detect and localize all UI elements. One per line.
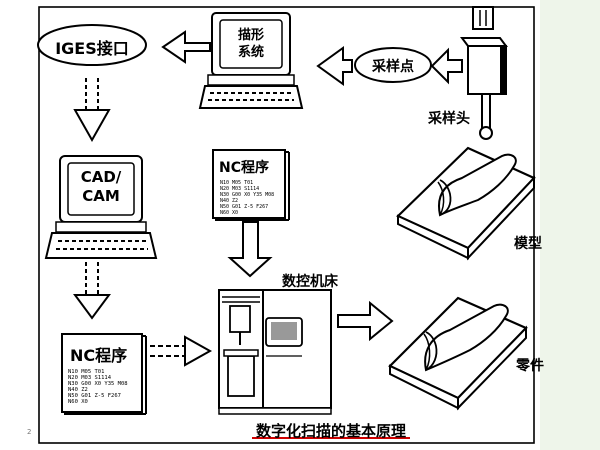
nc-code-top-line: N40 Z2 <box>220 198 239 204</box>
cnc-machine <box>218 289 332 415</box>
drawing-system-label-line1: 描形 <box>237 28 264 43</box>
dashed-arrow-iges-to-cadcam <box>73 78 111 143</box>
cad-cam-label-line1: CAD/ <box>80 168 122 186</box>
arrow-head-to-points <box>430 47 463 85</box>
nc-code-bottom-line: N20 M03 S1114 <box>68 375 112 381</box>
nc-code-bottom-line: N10 M05 T01 <box>68 369 105 375</box>
dashed-arrow-cadcam-to-nc <box>73 262 111 320</box>
model-label: 模型 <box>514 236 542 252</box>
nc-code-top-line: N60 X0 <box>220 210 239 216</box>
model-block <box>396 146 536 261</box>
nc-code-top-line: N10 M05 T01 <box>220 180 254 186</box>
arrow-system-to-iges <box>161 30 211 64</box>
sampling-points-node <box>354 47 432 83</box>
nc-code-bottom-line: N40 Z2 <box>68 387 88 393</box>
cad-cam-label-line2: CAM <box>82 187 120 205</box>
nc-code-bottom-line: N30 G00 X0 Y35 M08 <box>68 381 128 387</box>
nc-program-bottom-box <box>61 333 147 415</box>
part-label: 零件 <box>516 358 544 374</box>
background-decoration <box>540 0 600 450</box>
diagram-title: 数字化扫描的基本原理 <box>255 422 406 440</box>
drawing-system-computer <box>198 12 304 109</box>
nc-code-top-line: N50 G01 Z-5 F267 <box>220 204 269 210</box>
dashed-arrow-nc-to-machine <box>150 335 213 367</box>
arrow-nc-to-machine <box>227 221 273 278</box>
nc-program-top-box <box>212 149 290 221</box>
sampling-head-label: 采样头 <box>428 111 470 127</box>
sampling-points-label: 采样点 <box>372 59 414 75</box>
iges-interface-node <box>37 24 147 66</box>
part-block <box>388 296 528 411</box>
nc-program-bottom-title: NC程序 <box>70 346 128 365</box>
page-number: 2 <box>27 428 32 436</box>
nc-code-bottom-line: N50 G01 Z-5 F267 <box>68 393 121 399</box>
arrow-machine-to-part <box>337 300 394 342</box>
iges-interface-label: IGES接口 <box>55 39 129 58</box>
nc-code-top-line: N30 G00 X0 Y35 M08 <box>220 192 275 198</box>
nc-code-bottom-line: N60 X0 <box>68 399 88 405</box>
arrow-points-to-system <box>316 46 353 86</box>
cad-cam-computer <box>44 155 158 259</box>
cnc-machine-label: 数控机床 <box>282 274 338 290</box>
sampling-probe <box>460 6 508 140</box>
drawing-system-label-line2: 系统 <box>237 45 264 60</box>
nc-code-top-line: N20 M03 S1114 <box>220 186 260 192</box>
nc-program-top-title: NC程序 <box>219 160 269 176</box>
